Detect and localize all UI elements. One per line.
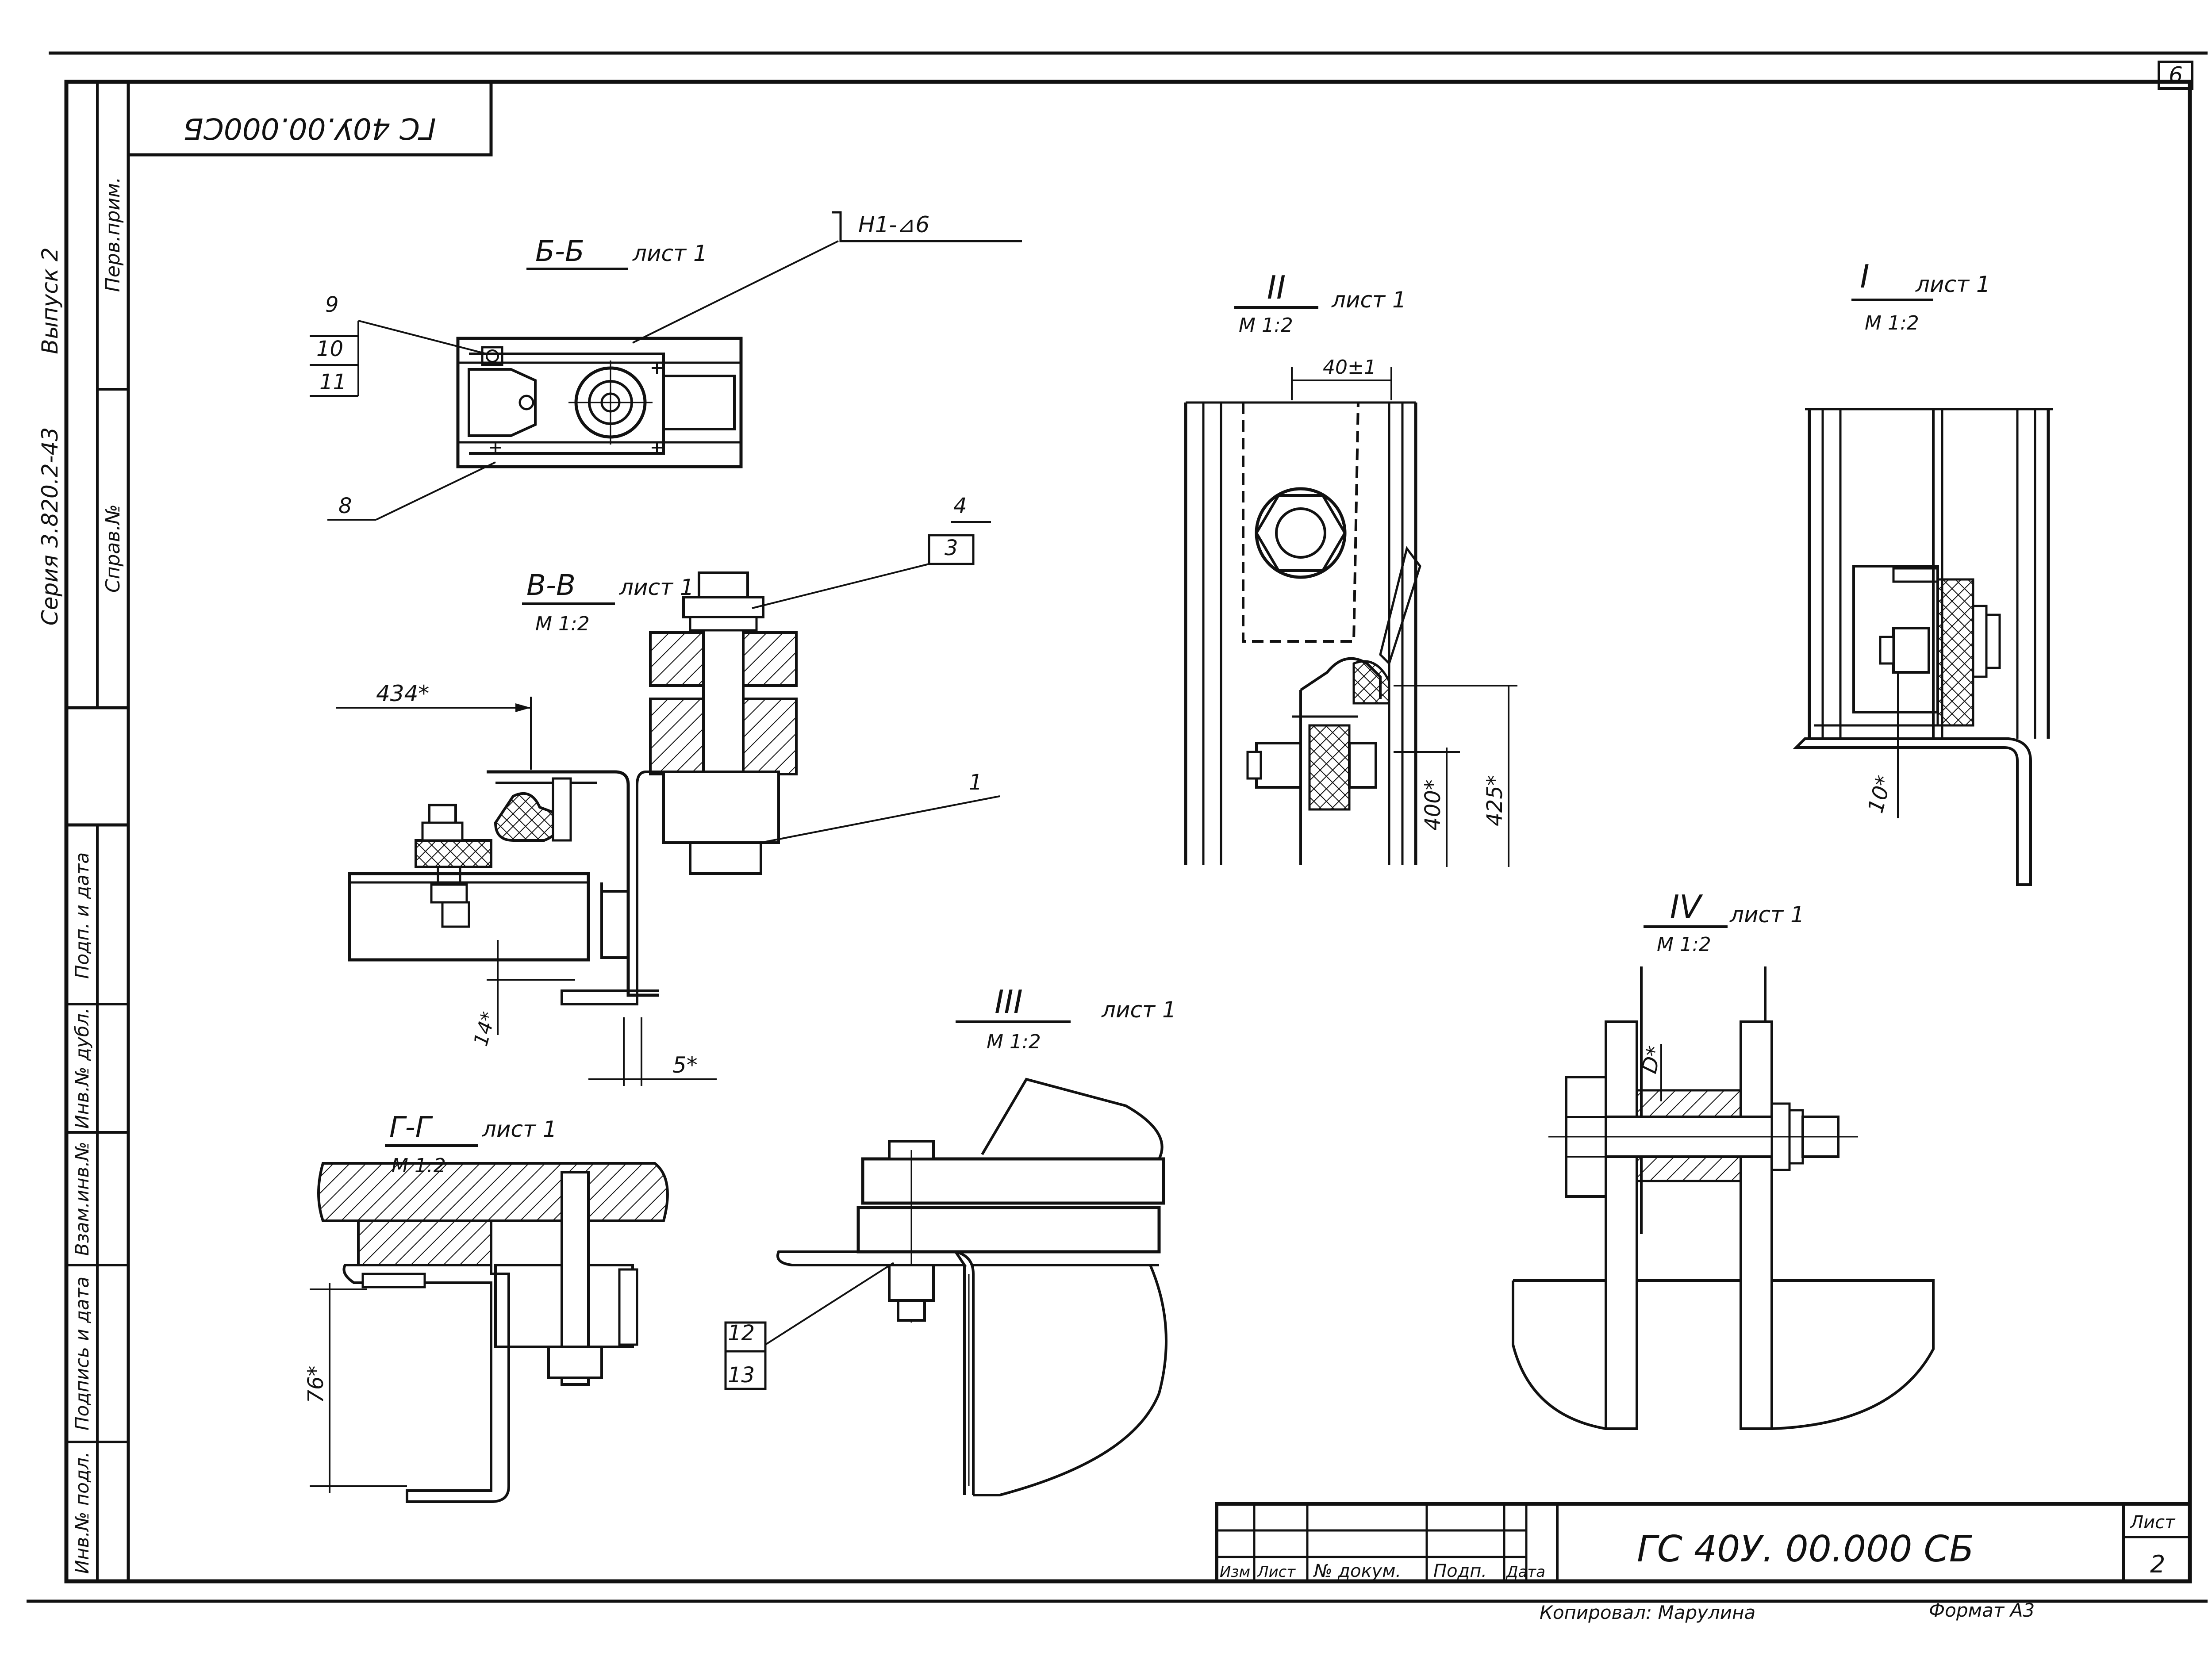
callout-4: 4 (953, 494, 967, 518)
callout-3: 3 (945, 536, 958, 560)
callout-13: 13 (728, 1363, 755, 1388)
dim-400: 400* (1421, 779, 1445, 831)
sheet-frame (27, 51, 2208, 1603)
callout-12: 12 (728, 1321, 755, 1346)
tb-header-sign: Подп. (1433, 1561, 1487, 1581)
detail-i (1793, 299, 2053, 886)
view-g-g (310, 1144, 669, 1503)
margin-sign-date-2: Подпись и дата (71, 1277, 93, 1430)
callout-1: 1 (969, 770, 983, 795)
margin-issue: Выпуск 2 (37, 247, 63, 354)
detail-i-title: I (1860, 258, 1869, 295)
callout-8: 8 (338, 494, 352, 518)
tb-copied-by: Копировал: Марулина (1540, 1602, 1755, 1623)
view-b-b-sheet-ref: лист 1 (632, 241, 707, 266)
margin-reference-no: Справ.№ (102, 504, 124, 593)
dim-76: 76* (303, 1365, 328, 1403)
detail-ii-scale: М 1:2 (1239, 314, 1293, 337)
tb-designation: ГС 40У. 00.000 СБ (1637, 1528, 1974, 1570)
tb-header-doc: № докум. (1313, 1561, 1401, 1581)
callout-10: 10 (316, 337, 343, 361)
margin-dup-inv: Инв.№ дубл. (71, 1008, 93, 1129)
tb-sheet-label: Лист (2129, 1512, 2176, 1533)
dim-425: 425* (1482, 775, 1507, 826)
left-margin-columns (65, 81, 128, 1583)
view-v-v-title: В-В (526, 569, 576, 602)
detail-i-scale: М 1:2 (1865, 312, 1919, 334)
title-block (1215, 1502, 2192, 1583)
margin-series: Серия 3.820.2-43 (37, 427, 63, 625)
view-g-g-title: Г-Г (389, 1111, 433, 1144)
dim-10: 10* (1863, 773, 1897, 816)
tb-format: Формат А3 (1929, 1599, 2035, 1621)
detail-ii-sheet-ref: лист 1 (1331, 287, 1406, 313)
tb-header-date: Дата (1505, 1563, 1545, 1581)
margin-sign-date: Подп. и дата (71, 852, 93, 979)
detail-iv-sheet-ref: лист 1 (1729, 902, 1805, 928)
tb-header-sheet: Лист (1256, 1563, 1296, 1581)
detail-iii-title: III (995, 983, 1023, 1020)
detail-ii (1184, 306, 1517, 867)
view-v-v-scale: М 1:2 (535, 613, 590, 635)
view-g-g-scale: М 1:2 (392, 1154, 446, 1177)
view-b-b-title: Б-Б (535, 235, 584, 268)
view-v-v (336, 521, 1000, 1086)
weld-symbol: Н1-⊿6 (858, 212, 929, 238)
detail-iii-sheet-ref: лист 1 (1101, 997, 1176, 1023)
detail-iii (724, 1020, 1167, 1496)
margin-replace-inv: Взам.инв.№ (71, 1142, 93, 1256)
callout-9: 9 (325, 292, 339, 317)
view-g-g-sheet-ref: лист 1 (482, 1116, 557, 1142)
detail-iii-scale: М 1:2 (987, 1031, 1041, 1053)
callout-11: 11 (319, 370, 346, 395)
dim-40: 40±1 (1323, 356, 1376, 379)
tb-header-change: Изм (1220, 1563, 1250, 1581)
detail-iv-scale: М 1:2 (1657, 933, 1711, 956)
detail-i-sheet-ref: лист 1 (1915, 272, 1990, 297)
tb-sheet-number: 2 (2150, 1550, 2165, 1578)
view-v-v-sheet-ref: лист 1 (619, 575, 694, 600)
top-stamp-designation: ГС 40У.00.000СБ (183, 111, 436, 146)
detail-iv-title: IV (1670, 888, 1703, 925)
dim-14: 14* (469, 1009, 500, 1049)
dim-5: 5* (672, 1052, 698, 1078)
top-stamp: ГС 40У.00.000СБ (127, 80, 493, 157)
margin-orig-inv: Инв.№ подл. (71, 1452, 93, 1574)
detail-ii-title: II (1267, 269, 1286, 306)
corner-page-number: 6 (2169, 62, 2183, 88)
margin-first-use: Перв.прим. (102, 177, 124, 292)
dim-434: 434* (376, 681, 429, 706)
detail-iv (1512, 925, 1935, 1430)
view-b-b (310, 211, 1022, 521)
